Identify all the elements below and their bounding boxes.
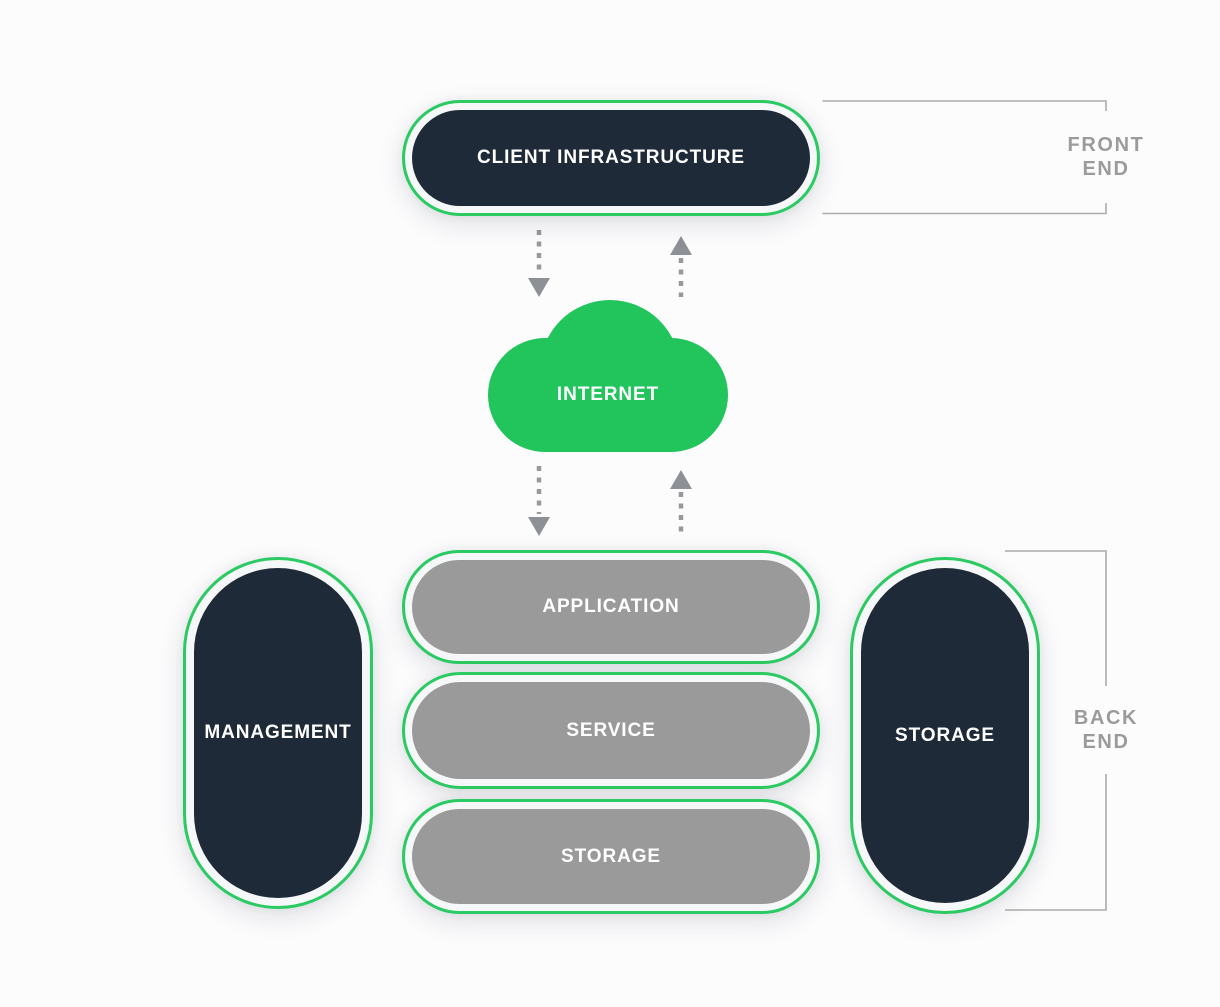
front-end-label-line2: END	[1082, 158, 1130, 180]
back-end-section-label: BACK END	[1026, 706, 1186, 754]
front-end-bracket-top	[822, 100, 1107, 111]
internet-cloud-icon: INTERNET	[488, 300, 728, 452]
client-infrastructure-label: CLIENT INFRASTRUCTURE	[477, 147, 745, 168]
application-pill: APPLICATION	[412, 560, 810, 654]
arrow-down-icon	[528, 278, 550, 297]
node-storage-right: STORAGE	[850, 557, 1040, 914]
application-label: APPLICATION	[542, 596, 680, 617]
storage-right-label: STORAGE	[895, 724, 995, 746]
management-label: MANAGEMENT	[204, 722, 352, 743]
back-end-label-line1: BACK	[1073, 707, 1139, 729]
node-service: SERVICE	[402, 672, 820, 789]
front-end-label-line1: FRONT	[1067, 134, 1145, 156]
storage-center-pill: STORAGE	[412, 809, 810, 904]
arrow-up-icon	[670, 470, 692, 489]
arrow-up-icon	[670, 236, 692, 255]
arrow-down-icon	[528, 517, 550, 536]
storage-right-capsule: STORAGE	[861, 568, 1029, 903]
node-application: APPLICATION	[402, 550, 820, 664]
node-client-infrastructure: CLIENT INFRASTRUCTURE	[402, 100, 820, 216]
storage-center-label: STORAGE	[561, 845, 661, 867]
front-end-bracket-bottom	[822, 203, 1107, 215]
management-capsule: MANAGEMENT	[194, 568, 362, 898]
internet-label: INTERNET	[556, 384, 660, 405]
node-storage-center: STORAGE	[402, 799, 820, 914]
client-infrastructure-pill: CLIENT INFRASTRUCTURE	[412, 110, 810, 206]
cloud-body: INTERNET	[488, 338, 728, 452]
back-end-label-line2: END	[1082, 731, 1130, 753]
front-end-section-label: FRONT END	[1026, 133, 1186, 181]
service-pill: SERVICE	[412, 682, 810, 779]
node-management: MANAGEMENT	[183, 557, 373, 909]
service-label: SERVICE	[566, 719, 656, 741]
